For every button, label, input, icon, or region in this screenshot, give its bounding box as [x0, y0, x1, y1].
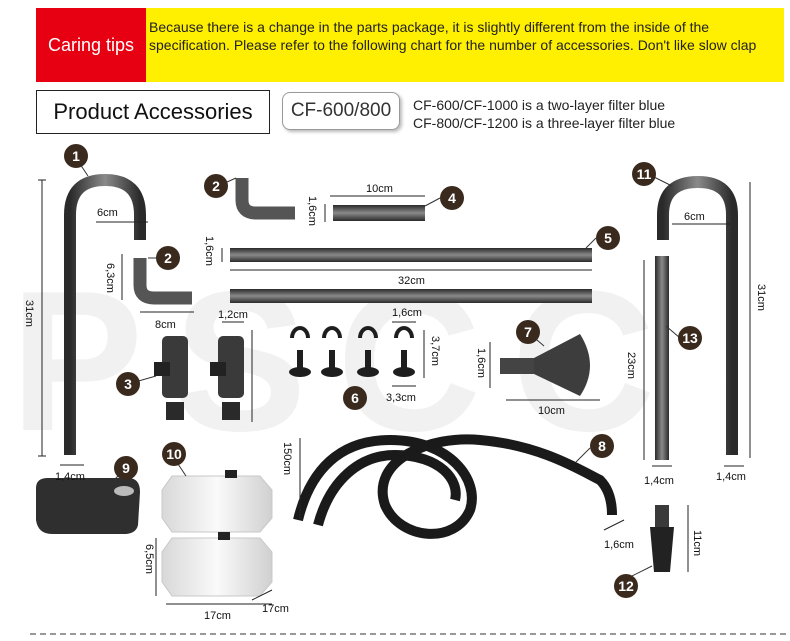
dim-part6-width: 1,6cm — [392, 307, 422, 319]
dim-part13-length: 23cm — [625, 352, 637, 379]
part-11-j-pipe — [657, 175, 738, 455]
badge-6: 6 — [343, 386, 367, 410]
caring-tips-text: Because there is a change in the parts p… — [149, 19, 757, 53]
badge-1: 1 — [64, 144, 89, 177]
filter-note-2: CF-800/CF-1200 is a three-layer filter b… — [413, 115, 676, 131]
badge-2-mid: 2 — [148, 246, 180, 270]
dim-part8-dia: 1,6cm — [604, 539, 634, 551]
part-5-long-pipe-2 — [230, 289, 592, 303]
dim-part7-dia: 1,6cm — [475, 348, 487, 378]
dim-part11-width: 6cm — [684, 211, 705, 223]
svg-text:2: 2 — [164, 250, 172, 266]
caring-tips-banner: Caring tips Because there is a change in… — [36, 8, 784, 82]
dim-part6-height: 3,7cm — [429, 336, 441, 366]
svg-text:1: 1 — [72, 148, 80, 164]
badge-13: 13 — [665, 325, 702, 350]
dim-part11-height: 31cm — [755, 284, 767, 311]
dim-part8-length: 150cm — [281, 442, 293, 475]
part-3-valve-1 — [154, 336, 188, 420]
badge-9: 9 — [113, 456, 138, 481]
part-9-intake-strainer — [36, 478, 140, 534]
svg-text:8: 8 — [598, 438, 606, 454]
dim-part3-dia: 1,2cm — [218, 309, 248, 321]
badge-5: 5 — [585, 226, 620, 250]
dimension-lines — [38, 179, 751, 605]
dim-part10-depth: 17cm — [262, 603, 289, 615]
badge-3: 3 — [116, 372, 157, 396]
svg-text:11: 11 — [637, 166, 652, 182]
part-10-filter-box-2 — [161, 532, 273, 597]
filter-note-1: CF-600/CF-1000 is a two-layer filter blu… — [413, 97, 666, 113]
dim-part4-length: 10cm — [366, 183, 393, 195]
svg-text:7: 7 — [524, 324, 532, 340]
dim-part4-dia: 1,6cm — [306, 196, 318, 226]
badge-2-top: 2 — [204, 174, 237, 198]
product-accessories-title: Product Accessories — [36, 90, 270, 134]
svg-text:12: 12 — [618, 578, 634, 594]
part-12-spray-nozzle — [650, 505, 674, 572]
part-5-long-pipe-1 — [230, 248, 592, 262]
badge-11: 11 — [632, 162, 673, 187]
part-4-short-pipe — [333, 205, 425, 221]
dim-part10-width: 17cm — [204, 610, 231, 622]
dim-part7-length: 10cm — [538, 405, 565, 417]
model-label: CF-600/800 — [282, 92, 400, 130]
svg-text:13: 13 — [682, 330, 698, 346]
dim-part10-height: 6,5cm — [143, 544, 155, 574]
svg-text:2: 2 — [212, 178, 220, 194]
svg-text:10: 10 — [166, 446, 182, 462]
part-7-outlet-nozzle — [500, 334, 590, 396]
part-10-filter-box-1 — [161, 470, 273, 533]
svg-text:4: 4 — [448, 190, 456, 206]
dim-part2-width: 8cm — [155, 319, 176, 331]
badge-12: 12 — [614, 565, 653, 598]
part-2-elbow-mid — [133, 258, 192, 305]
part-6-suction-cups — [289, 326, 415, 377]
svg-text:5: 5 — [604, 230, 612, 246]
svg-text:6: 6 — [351, 390, 359, 406]
dim-part2-height: 6,3cm — [104, 263, 116, 293]
part-8-hose — [293, 434, 617, 539]
dim-part13-dia: 1,4cm — [644, 475, 674, 487]
dim-part1-height: 31cm — [23, 300, 35, 327]
dim-part1-dia: 1,4cm — [55, 471, 85, 483]
dim-part5-dia: 1,6cm — [203, 236, 215, 266]
badge-10: 10 — [162, 442, 187, 477]
badge-8: 8 — [575, 434, 614, 463]
svg-text:9: 9 — [122, 460, 130, 476]
part-2-elbow-top — [235, 178, 295, 220]
caring-tips-label: Caring tips — [36, 8, 146, 82]
part-1-j-pipe — [64, 173, 146, 455]
dim-part5-length: 32cm — [398, 275, 425, 287]
dim-part12-length: 11cm — [691, 530, 703, 556]
badge-7: 7 — [516, 320, 545, 347]
dim-part11-dia: 1,4cm — [716, 471, 746, 483]
badge-4: 4 — [424, 186, 464, 210]
dim-part6-base: 3,3cm — [386, 392, 416, 404]
dim-part1-width: 6cm — [97, 207, 118, 219]
part-3-valve-2 — [210, 336, 244, 420]
part-13-straight-pipe — [655, 256, 669, 460]
svg-text:3: 3 — [124, 376, 132, 392]
